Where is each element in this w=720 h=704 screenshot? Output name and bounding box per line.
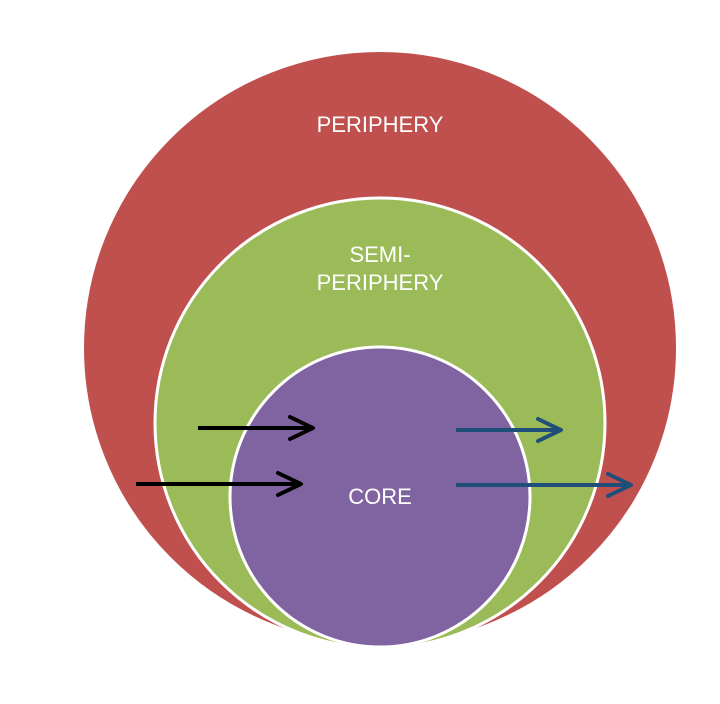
semi-periphery-label-line2: PERIPHERY <box>317 270 444 295</box>
core-label: CORE <box>348 484 412 509</box>
periphery-label: PERIPHERY <box>317 112 444 137</box>
semi-periphery-label-line1: SEMI- <box>349 242 410 267</box>
inbound-arrow-periphery-to-core <box>136 471 303 497</box>
inbound-arrow-semi-to-core <box>198 415 315 441</box>
outbound-arrow-core-to-semi <box>456 417 563 443</box>
outbound-arrow-core-to-periphery <box>456 472 633 498</box>
